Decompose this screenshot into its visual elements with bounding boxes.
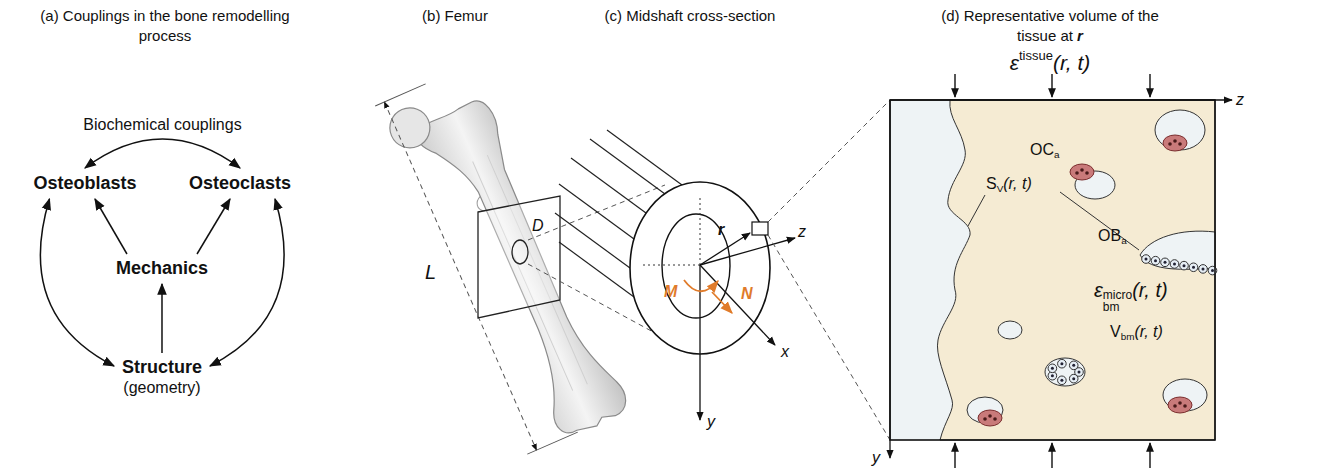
node-subtitle: (geometry) xyxy=(122,378,202,398)
concept-node: Structure(geometry) xyxy=(118,354,206,400)
label-group: (a) Couplings in the bone remodelling pr… xyxy=(40,6,290,46)
text-label: bm xyxy=(1121,331,1135,342)
text-label: ε xyxy=(1094,279,1103,301)
text-label: (r, t) xyxy=(1132,279,1168,301)
label-group: SV(r, t) xyxy=(986,174,1032,199)
label-group: OCa xyxy=(1030,140,1060,165)
osteoblast-cell xyxy=(1180,261,1189,270)
coupling-arrow xyxy=(210,199,284,366)
label-group: OBa xyxy=(1098,226,1127,251)
text-label: (r, t) xyxy=(1053,51,1090,74)
node-title: Osteoclasts xyxy=(189,172,291,194)
text-label: (r, t) xyxy=(1134,323,1162,340)
femur-drawing xyxy=(375,61,632,456)
osteoclast-cell xyxy=(978,410,1002,426)
text-label: a xyxy=(1054,149,1060,160)
label-group: x xyxy=(781,342,789,362)
label-group: (d) Representative volume of the tissue … xyxy=(925,6,1175,46)
text-label: r xyxy=(1077,27,1083,44)
coupling-arrow xyxy=(197,199,230,254)
label-group: z xyxy=(798,222,806,242)
label-group: y xyxy=(872,448,880,468)
text-label: V xyxy=(1110,323,1121,340)
index-stack: microbm xyxy=(1103,289,1132,313)
node-title: Structure xyxy=(122,356,202,378)
text-label: (d) Representative volume of the tissue … xyxy=(941,7,1159,44)
concept-node: Mechanics xyxy=(112,255,212,281)
label-group: Vbm(r, t) xyxy=(1110,322,1163,347)
text-label: (b) Femur xyxy=(422,7,488,24)
text-label: N xyxy=(741,285,753,302)
text-label: V xyxy=(997,183,1004,194)
text-label: S xyxy=(986,175,997,192)
text-label: OB xyxy=(1098,227,1121,244)
coupling-arrow xyxy=(85,139,240,168)
osteoblast-cell xyxy=(1048,364,1057,373)
text-label: x xyxy=(781,343,789,360)
text-label: D xyxy=(532,217,544,234)
text-label: z xyxy=(1236,91,1244,108)
label-group: N xyxy=(741,284,753,304)
osteoblast-cell xyxy=(1142,255,1151,264)
coupling-arrow xyxy=(40,199,114,366)
osteoclast-cell xyxy=(1070,164,1094,180)
label-group: z xyxy=(1236,90,1244,110)
text-label: y xyxy=(872,449,880,466)
text-label: bm xyxy=(1103,301,1132,313)
text-label: L xyxy=(425,261,436,283)
osteoblast-cell xyxy=(1199,265,1208,274)
text-label: OC xyxy=(1030,141,1054,158)
text-label: (c) Midshaft cross-section xyxy=(605,7,776,24)
text-label: z xyxy=(798,223,806,240)
node-title: Mechanics xyxy=(116,257,208,279)
text-label: ε xyxy=(1010,51,1019,74)
text-label: tissue xyxy=(1019,48,1053,63)
osteoclast-cell xyxy=(1163,135,1187,151)
osteoblast-cell xyxy=(1161,258,1170,267)
section-plane xyxy=(478,196,560,318)
node-title: Osteoblasts xyxy=(33,172,136,194)
label-group: y xyxy=(707,412,715,432)
label-group: εtissue(r, t) xyxy=(1010,46,1091,73)
osteoblast-cell xyxy=(1069,374,1078,383)
label-group: r xyxy=(718,220,724,240)
concept-node: Osteoblasts xyxy=(29,170,140,196)
tissue-volume xyxy=(890,74,1232,468)
label-group: L xyxy=(425,262,436,284)
text-label: (a) Couplings in the bone remodelling pr… xyxy=(40,7,289,44)
osteoblast-cell xyxy=(1151,256,1160,265)
osteoclast-cell xyxy=(1168,397,1192,413)
osteoblast-cell xyxy=(1058,359,1067,368)
label-group: M xyxy=(664,282,677,302)
osteoblast-cell xyxy=(1170,260,1179,269)
osteoblast-cell xyxy=(1189,263,1198,272)
coupling-arrow xyxy=(161,284,163,353)
coupling-arrow xyxy=(95,199,127,254)
text-label: a xyxy=(1121,235,1127,246)
text-label: micro xyxy=(1103,289,1132,301)
edge-label: Biochemical couplings xyxy=(81,115,243,135)
text-label: y xyxy=(707,413,715,430)
text-label: M xyxy=(664,283,677,300)
label-group: D xyxy=(532,216,544,236)
osteoblast-cell xyxy=(1069,361,1078,370)
concept-node: Osteoclasts xyxy=(185,170,295,196)
label-group: (b) Femur xyxy=(422,6,488,26)
text-label: r xyxy=(718,221,724,238)
label-group: εmicrobm(r, t) xyxy=(1094,280,1168,313)
label-group: (c) Midshaft cross-section xyxy=(605,6,776,26)
text-label: (r, t) xyxy=(1003,175,1031,192)
osteoblast-cell xyxy=(1058,376,1067,385)
